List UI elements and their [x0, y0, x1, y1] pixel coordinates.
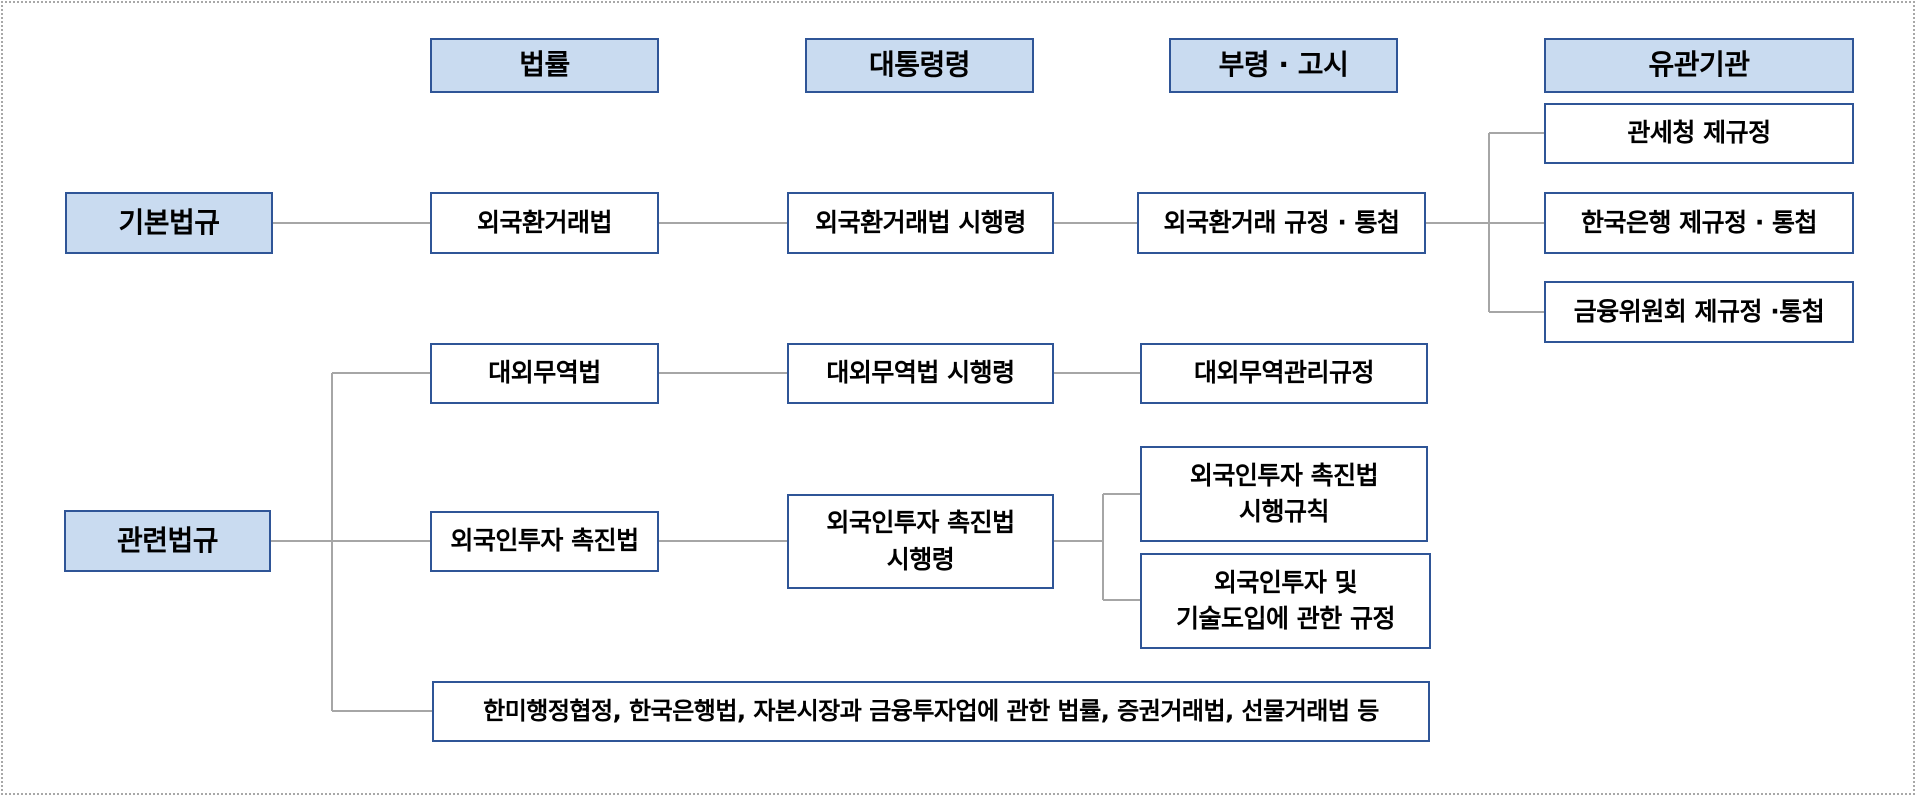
decree-foreign-investment-promotion: 외국인투자 촉진법 시행령: [787, 494, 1054, 589]
agency-financial-services-commission: 금융위원회 제규정 ·통첩: [1544, 281, 1854, 343]
law-foreign-trade-act: 대외무역법: [430, 343, 659, 404]
agency-customs-service: 관세청 제규정: [1544, 103, 1854, 164]
decree-foreign-trade: 대외무역법 시행령: [787, 343, 1054, 404]
category-related-laws: 관련법규: [64, 510, 271, 572]
law-foreign-exchange-act: 외국환거래법: [430, 192, 659, 254]
regulation-foreign-investment-technology: 외국인투자 및 기술도입에 관한 규정: [1140, 553, 1431, 649]
agency-bank-of-korea: 한국은행 제규정 · 통첩: [1544, 192, 1854, 254]
header-law: 법률: [430, 38, 659, 93]
rule-foreign-investment-promotion: 외국인투자 촉진법 시행규칙: [1140, 446, 1428, 542]
law-foreign-investment-promotion-act: 외국인투자 촉진법: [430, 511, 659, 572]
decree-foreign-exchange: 외국환거래법 시행령: [787, 192, 1054, 254]
header-agencies: 유관기관: [1544, 38, 1854, 93]
regulation-foreign-trade: 대외무역관리규정: [1140, 343, 1428, 404]
category-basic-laws: 기본법규: [65, 192, 273, 254]
header-decree: 대통령령: [805, 38, 1034, 93]
regulation-foreign-exchange: 외국환거래 규정 · 통첩: [1137, 192, 1426, 254]
header-ordinance: 부령 · 고시: [1169, 38, 1398, 93]
other-related-laws: 한미행정협정, 한국은행법, 자본시장과 금융투자업에 관한 법률, 증권거래법…: [432, 681, 1430, 742]
